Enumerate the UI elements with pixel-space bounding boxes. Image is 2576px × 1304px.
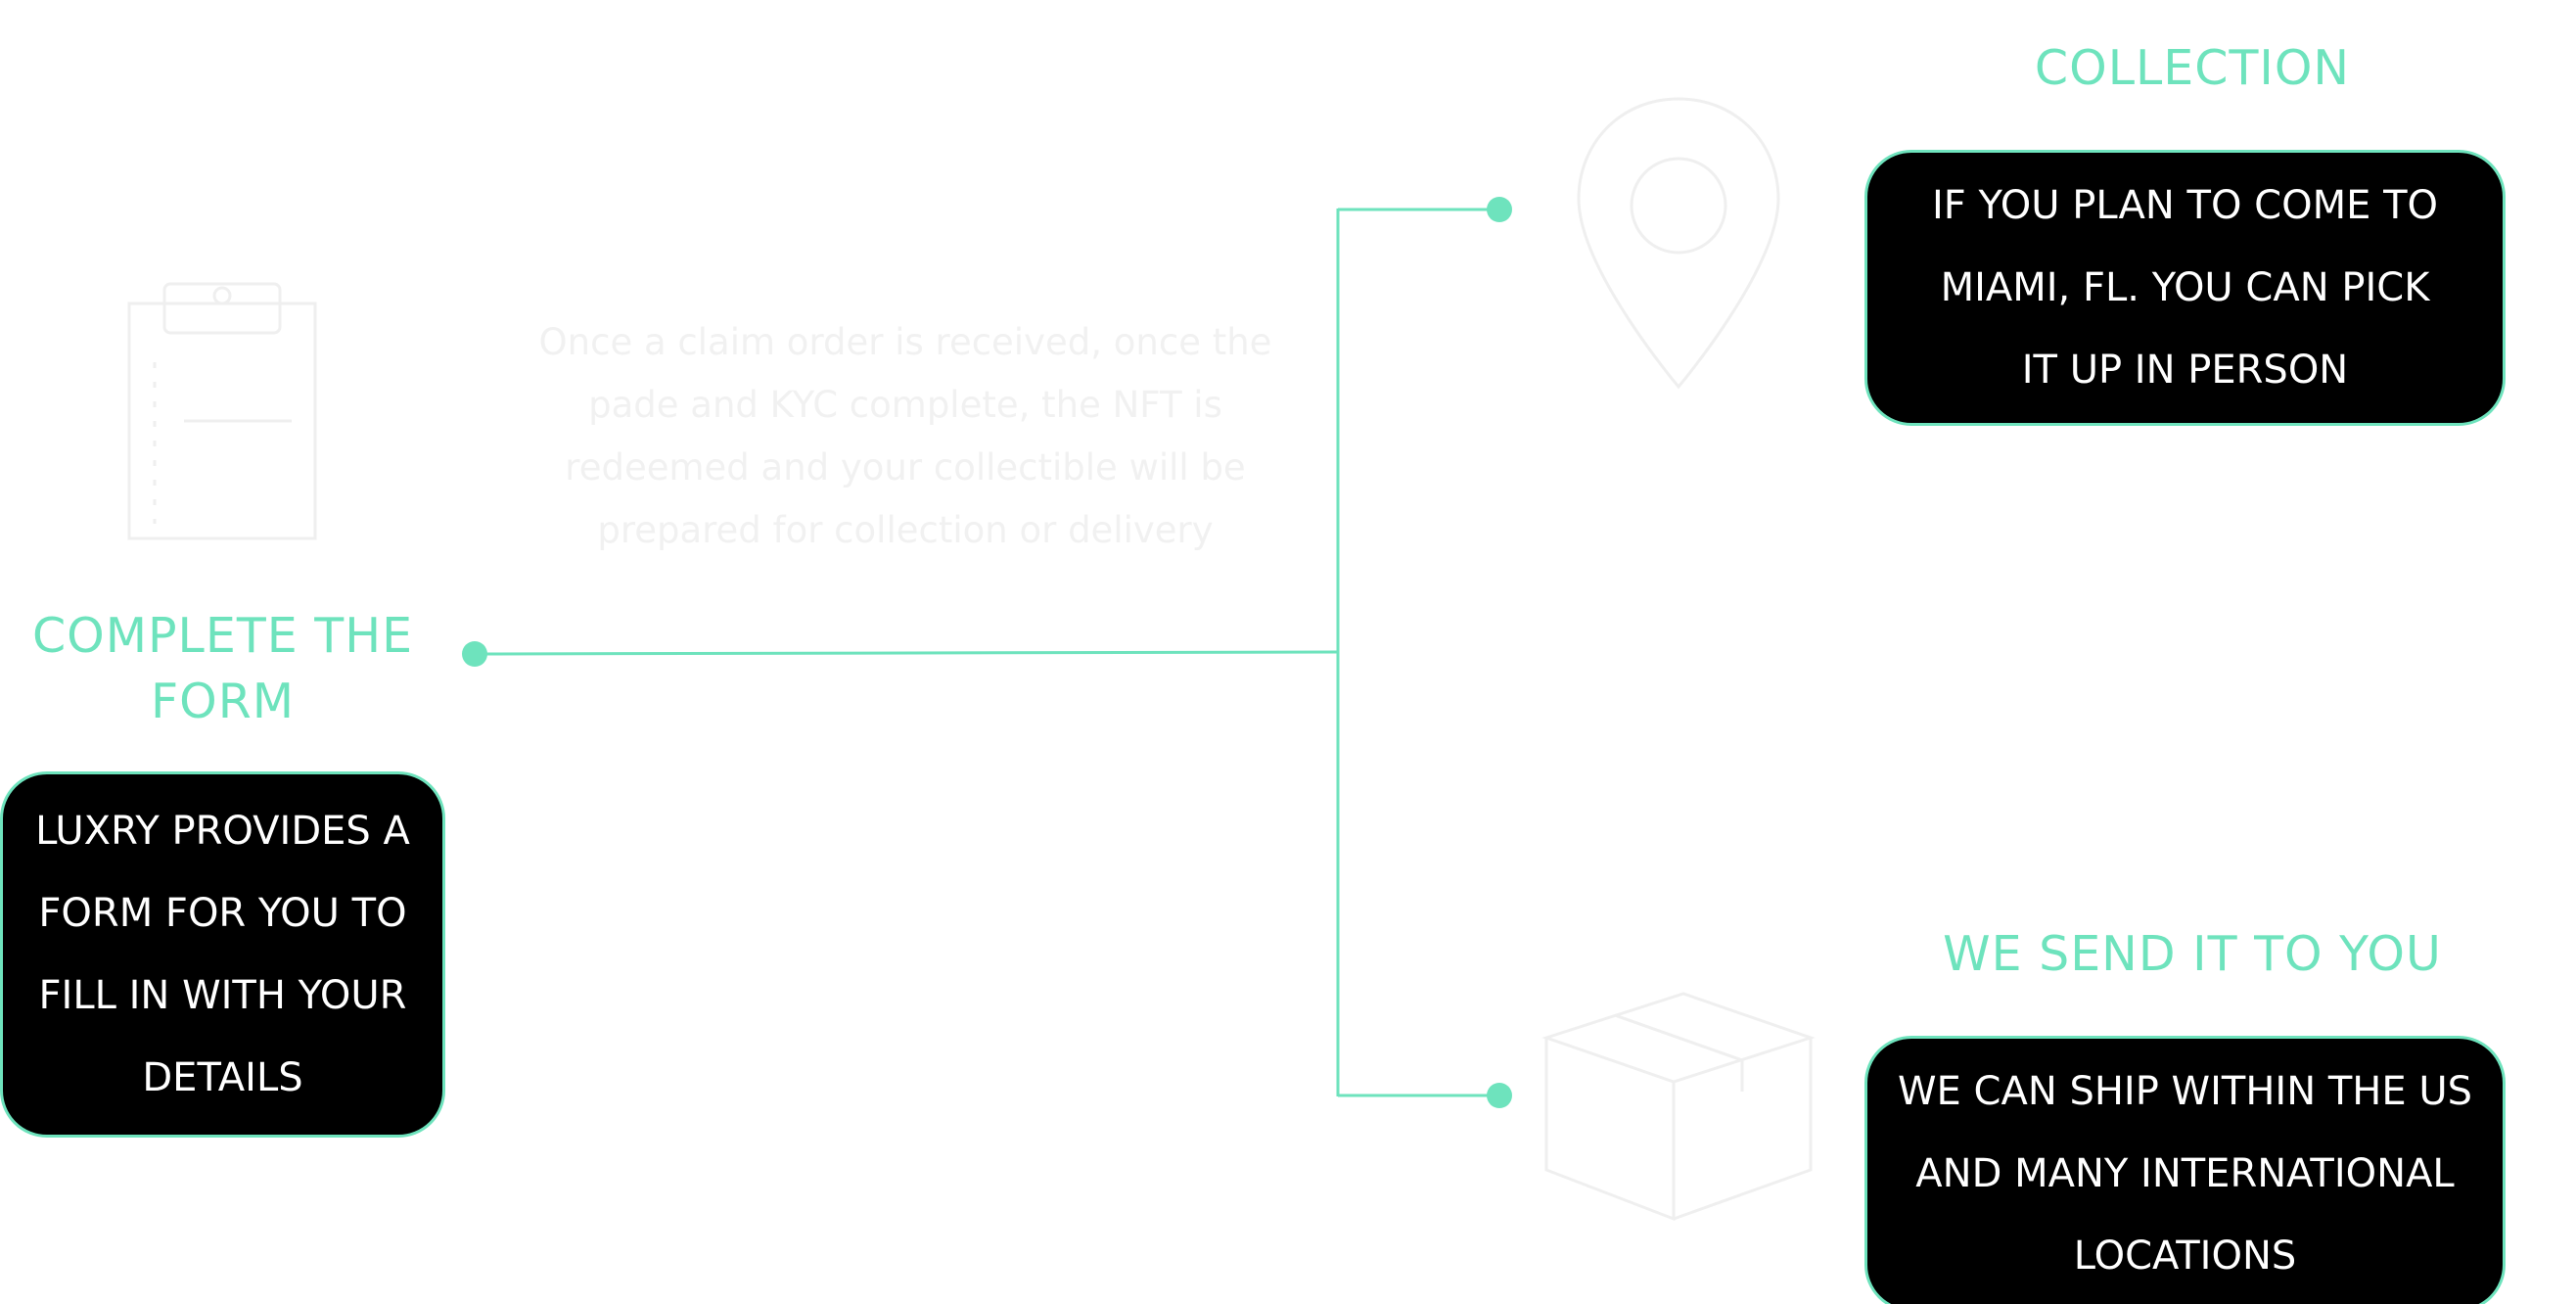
shipping-node-dot	[1487, 1083, 1512, 1108]
collection-step-card: IF YOU PLAN TO COME TO MIAMI, FL. YOU CA…	[1864, 150, 2506, 426]
shipping-step-title: WE SEND IT TO YOU	[1943, 926, 2442, 982]
connector-form-to-trunk	[474, 650, 1339, 656]
clipboard-icon	[127, 282, 317, 540]
shipping-step-description: WE CAN SHIP WITHIN THE US AND MANY INTER…	[1897, 1069, 2473, 1279]
shipping-step-card: WE CAN SHIP WITHIN THE US AND MANY INTER…	[1864, 1036, 2506, 1304]
faint-note: Once a claim order is received, once the…	[538, 321, 1272, 551]
collection-step-description: IF YOU PLAN TO COME TO MIAMI, FL. YOU CA…	[1931, 183, 2439, 393]
form-step-title: COMPLETE THE FORM	[31, 608, 414, 729]
form-node-dot	[462, 641, 487, 667]
map-pin-icon	[1577, 97, 1780, 390]
form-step-card: LUXRY PROVIDES A FORM FOR YOU TO FILL IN…	[0, 771, 445, 1138]
collection-step-title: COLLECTION	[2034, 40, 2351, 96]
form-step-description: LUXRY PROVIDES A FORM FOR YOU TO FILL IN…	[35, 809, 410, 1100]
package-box-icon	[1541, 992, 1816, 1222]
collection-node-dot	[1487, 197, 1512, 222]
